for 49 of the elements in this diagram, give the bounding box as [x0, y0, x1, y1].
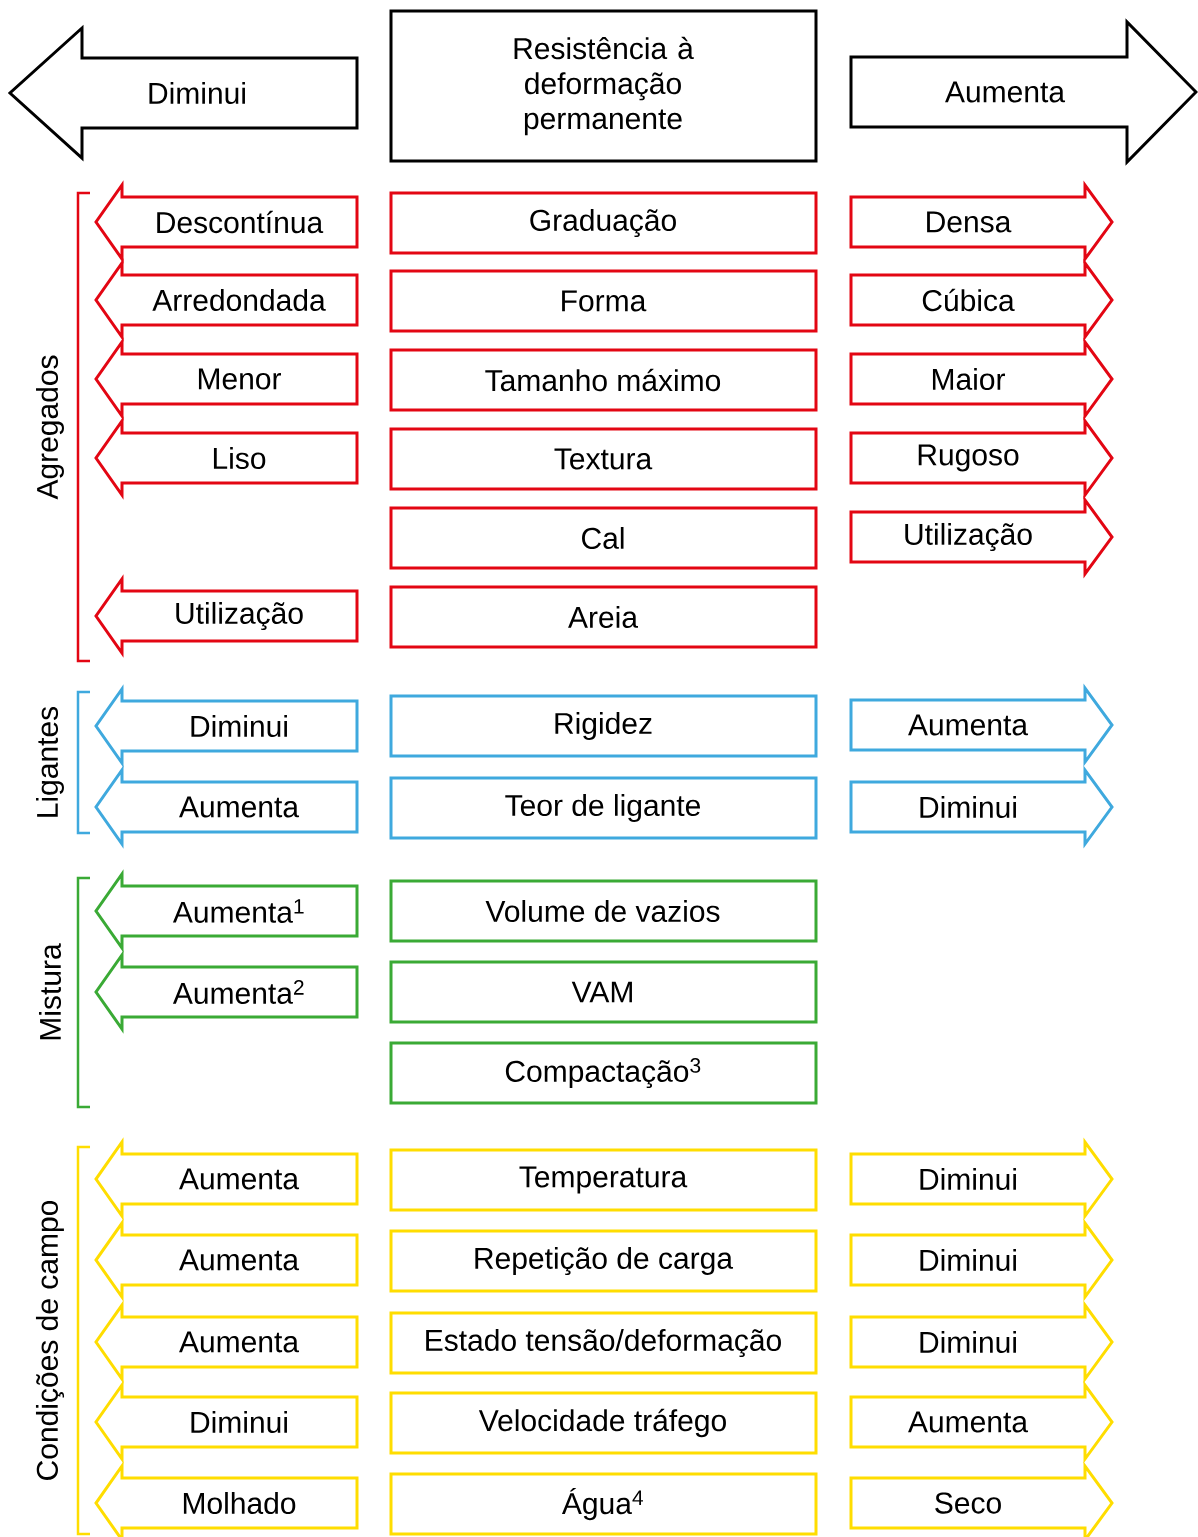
arrow-box: Densa	[849, 180, 1114, 264]
group-label: Condições de campo	[35, 1200, 65, 1480]
arrow-box: Descontínua	[94, 180, 359, 264]
arrow-box: Diminui	[849, 765, 1114, 849]
group-label: Agregados	[36, 355, 64, 500]
arrow-box: Aumenta	[94, 1137, 359, 1221]
parameter-box: Água$^{4}$	[389, 1472, 818, 1536]
parameter-box: Cal	[389, 506, 818, 570]
arrow-box: Aumenta	[849, 1380, 1114, 1464]
arrow-box: Diminui	[94, 684, 359, 768]
arrow-box: Aumenta	[94, 1300, 359, 1384]
parameter-box: Areia	[389, 585, 818, 649]
parameter-box: VAM	[389, 960, 818, 1024]
arrow-box: Utilização	[94, 574, 359, 658]
arrow-box: Cúbica	[849, 258, 1114, 342]
arrow-box: Aumenta$^{1}$	[94, 869, 359, 953]
parameter-box: Graduação	[389, 191, 818, 255]
direction-arrow-box: Diminui	[7, 24, 359, 162]
parameter-box: Textura	[389, 427, 818, 491]
arrow-box: Aumenta	[94, 1218, 359, 1302]
arrow-box: Menor	[94, 337, 359, 421]
parameter-box: Teor de ligante	[389, 776, 818, 840]
parameter-box: Temperatura	[389, 1148, 818, 1212]
parameter-box: Estado tensão/deformação	[389, 1311, 818, 1375]
arrow-box: Diminui	[849, 1137, 1114, 1221]
direction-arrow-box: Aumenta	[849, 18, 1198, 166]
arrow-box: Molhado	[94, 1461, 359, 1537]
parameter-box: Velocidade tráfego	[389, 1391, 818, 1455]
arrow-box: Diminui	[849, 1218, 1114, 1302]
group-label: Mistura	[39, 943, 61, 1040]
arrow-box: Aumenta$^{2}$	[94, 950, 359, 1034]
arrow-box: Maior	[849, 337, 1114, 421]
parameter-box: Volume de vazios	[389, 879, 818, 943]
arrow-box: Utilização	[849, 495, 1114, 579]
arrow-box: Seco	[849, 1461, 1114, 1537]
arrow-box: Arredondada	[94, 258, 359, 342]
group-label: Ligantes	[36, 706, 64, 817]
arrow-box: Aumenta	[94, 765, 359, 849]
title-box: Resistência à deformação permanente	[389, 9, 818, 163]
parameter-box: Repetição de carga	[389, 1229, 818, 1293]
parameter-box: Tamanho máximo	[389, 348, 818, 412]
arrow-box: Rugoso	[849, 416, 1114, 500]
arrow-box: Diminui	[849, 1300, 1114, 1384]
arrow-box: Liso	[94, 416, 359, 500]
parameter-box: Rigidez	[389, 694, 818, 758]
parameter-box: Compactação$^{3}$	[389, 1041, 818, 1105]
parameter-box: Forma	[389, 269, 818, 333]
arrow-box: Aumenta	[849, 683, 1114, 767]
arrow-box: Diminui	[94, 1380, 359, 1464]
